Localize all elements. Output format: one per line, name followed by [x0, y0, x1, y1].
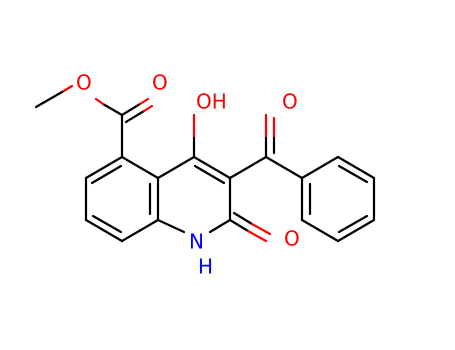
bond-c2-n1: [208, 218, 232, 234]
bond-c7-c8-inner: [91, 214, 123, 234]
bond-ph-1-2: [300, 155, 340, 180]
bond-benzoyl-c-phenyl: [264, 155, 304, 180]
benzoyl-oxygen-label: O: [282, 90, 298, 114]
bond-c5-c6-inner: [90, 164, 123, 185]
bond-c8-c8a: [120, 218, 160, 243]
bond-c5-c6: [84, 155, 124, 180]
ring-nitrogen-hydrogen-label: H: [198, 255, 213, 279]
bond-c4a-c4: [156, 155, 196, 180]
bond-ph-5-6: [300, 218, 340, 243]
ester-oxygen-label: O: [76, 71, 92, 95]
bond-c4-c3-inner: [193, 164, 226, 185]
bond-c5-c4a: [120, 155, 160, 180]
bond-ph-2-3: [336, 155, 376, 180]
bond-ph-4-5: [336, 218, 376, 243]
bond-c2-o-b: [232, 211, 254, 226]
bond-ph-4-5-inner: [337, 214, 369, 234]
bond-c2-o-a-red: [246, 229, 268, 243]
bond-ester-o-single-red: [94, 97, 105, 106]
ester-carbonyl-oxygen-label: O: [152, 71, 168, 95]
bond-ester-c-o-double-b: [124, 109, 146, 124]
bond-c3-benzoyl-c: [228, 155, 268, 180]
bond-ester-c-o-single: [101, 102, 124, 117]
bond-ph-2-3-inner: [337, 164, 369, 184]
bond-ester-c-o-double-b-red: [142, 104, 154, 113]
bond-n1-c8a: [156, 218, 186, 234]
bond-o-methyl: [34, 90, 64, 109]
bond-c2-o-a: [228, 218, 250, 233]
hydroxyl-label: OH: [196, 90, 227, 114]
bond-ester-c-o-double-a-red: [138, 97, 150, 106]
lactam-oxygen-label: O: [284, 227, 300, 251]
bond-c4-c3: [192, 155, 232, 180]
bond-ester-c-o-double-a: [120, 102, 142, 117]
ring-nitrogen-label: N: [189, 230, 204, 254]
bond-o-methyl-red: [60, 84, 74, 94]
bond-c2-o-b-red: [250, 222, 272, 236]
bond-c7-c8: [84, 218, 124, 243]
